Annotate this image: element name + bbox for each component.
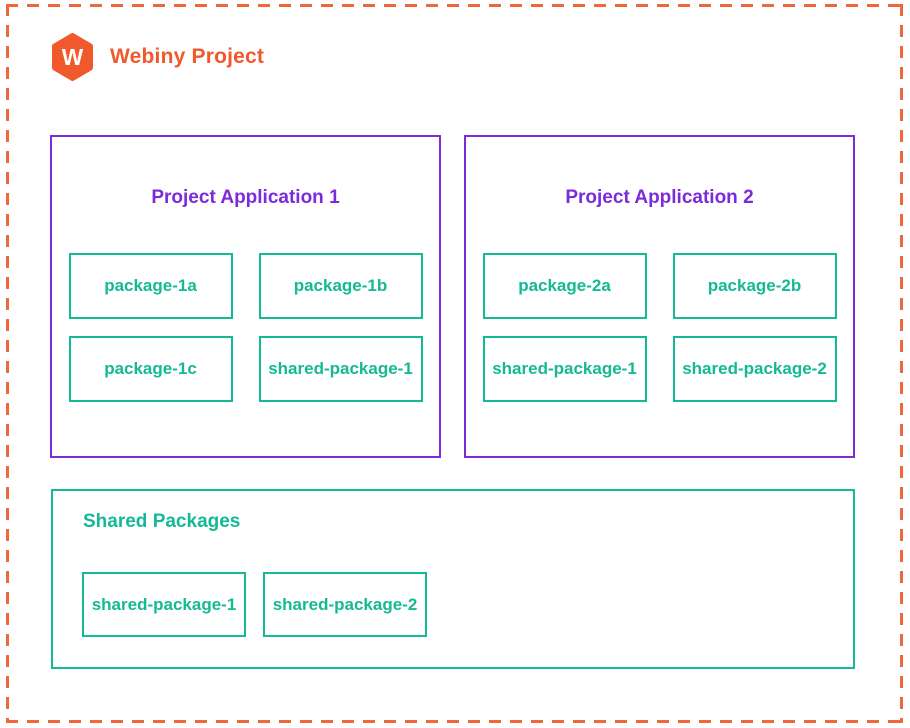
- application-1-packages: package-1a package-1b package-1c shared-…: [52, 253, 439, 402]
- package-box: shared-package-2: [672, 336, 837, 402]
- application-1-title: Project Application 1: [151, 187, 340, 208]
- package-box: package-2b: [672, 253, 837, 319]
- package-box: package-1c: [68, 336, 233, 402]
- project-boundary-top: [6, 4, 903, 7]
- project-boundary-right: [900, 4, 903, 723]
- project-boundary-left: [6, 4, 9, 723]
- application-1-box: Project Application 1 package-1a package…: [50, 135, 441, 458]
- application-2-box: Project Application 2 package-2a package…: [464, 135, 855, 458]
- package-box: shared-package-1: [482, 336, 647, 402]
- shared-packages-box: Shared Packages shared-package-1 shared-…: [51, 489, 855, 669]
- shared-packages-title: Shared Packages: [83, 511, 241, 532]
- application-2-title: Project Application 2: [565, 187, 754, 208]
- package-box: package-1a: [68, 253, 233, 319]
- shared-packages-list: shared-package-1 shared-package-2: [82, 572, 853, 637]
- package-box: shared-package-2: [263, 572, 427, 637]
- webiny-logo-letter: W: [62, 44, 84, 70]
- project-boundary-bottom: [6, 720, 903, 723]
- application-2-packages: package-2a package-2b shared-package-1 s…: [466, 253, 853, 402]
- project-title: Webiny Project: [110, 45, 265, 68]
- package-box: shared-package-1: [82, 572, 246, 637]
- package-box: shared-package-1: [258, 336, 423, 402]
- package-box: package-1b: [258, 253, 423, 319]
- header: W Webiny Project: [50, 33, 264, 81]
- webiny-logo-icon: W: [51, 33, 94, 81]
- package-box: package-2a: [482, 253, 647, 319]
